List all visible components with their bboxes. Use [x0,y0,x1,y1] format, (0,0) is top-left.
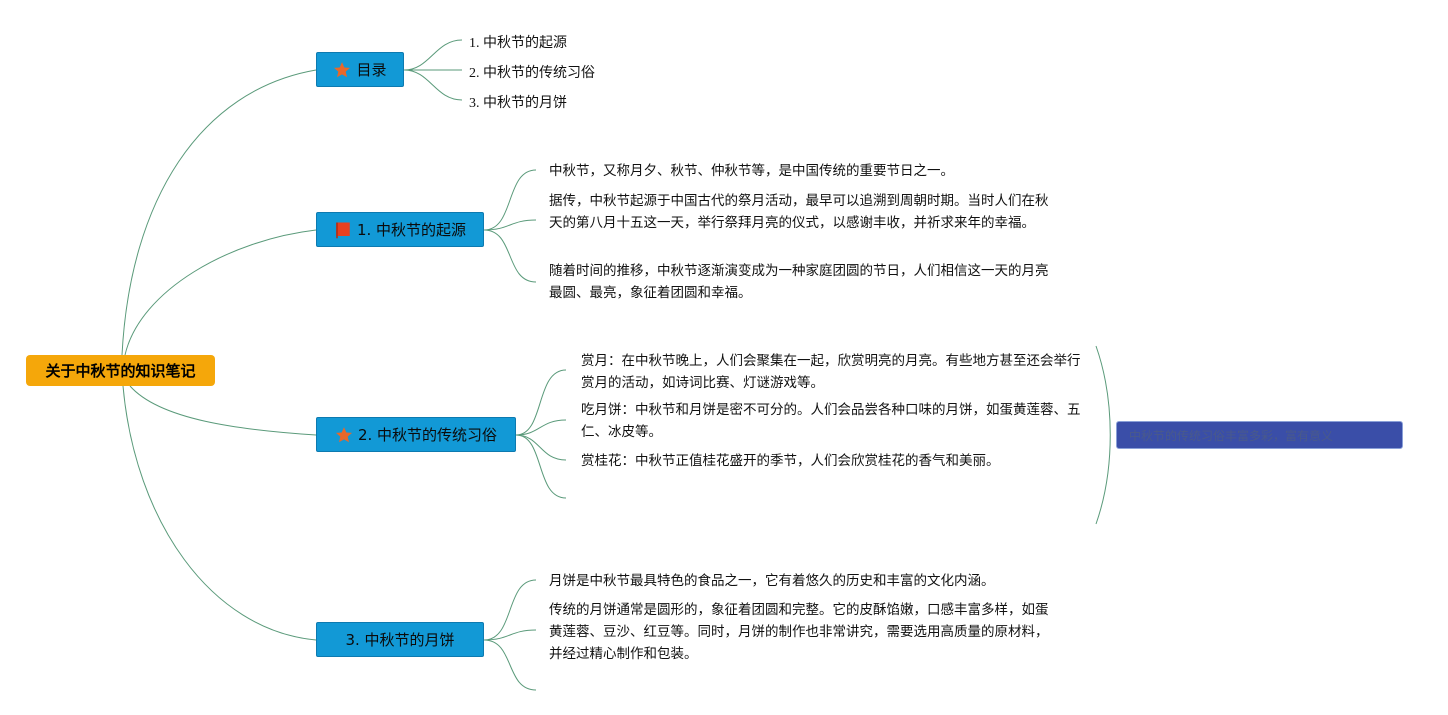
summary-node[interactable]: 中秋节的传统习俗丰富多彩，富有意义 [1116,421,1403,449]
connector-origin-1 [483,169,537,231]
star-icon [335,426,353,444]
connector-root-customs [129,385,317,436]
mooncake-paragraph-1: 月饼是中秋节最具特色的食品之一，它有着悠久的历史和丰富的文化内涵。 [549,573,995,589]
customs-paragraph-1: 赏月：在中秋节晚上，人们会聚集在一起，欣赏明亮的月亮。有些地方甚至还会举行赏月的… [581,353,1081,391]
topic-mooncake-label: 3. 中秋节的月饼 [345,631,455,649]
connector-toc-1 [403,39,463,71]
customs-paragraph-2: 吃月饼：中秋节和月饼是密不可分的。人们会品尝各种口味的月饼，如蛋黄莲蓉、五仁、冰… [581,402,1081,440]
topic-customs[interactable]: 2. 中秋节的传统习俗 [316,417,516,452]
toc-item-3[interactable]: 3. 中秋节的月饼 [469,96,567,111]
topic-toc[interactable]: 目录 [316,52,404,87]
connector-mooncake-2 [483,629,537,641]
topic-origin-label: 1. 中秋节的起源 [356,221,467,239]
toc-item-1[interactable]: 1. 中秋节的起源 [469,36,567,51]
connector-customs-4 [515,434,567,499]
topic-origin[interactable]: 1. 中秋节的起源 [316,212,484,247]
origin-paragraph-2: 据传，中秋节起源于中国古代的祭月活动，最早可以追溯到周朝时期。当时人们在秋天的第… [549,193,1049,231]
connector-root-origin [124,229,317,356]
topic-toc-label: 目录 [356,61,387,79]
summary-brace [1095,345,1111,525]
connector-customs-1 [515,369,567,436]
summary-label: 中秋节的传统习俗丰富多彩，富有意义 [1129,428,1334,443]
root-label: 关于中秋节的知识笔记 [45,362,196,380]
connector-origin-2 [483,219,537,231]
connector-mooncake-1 [483,579,537,641]
connector-toc-3 [403,69,463,101]
connector-root-mooncake [122,385,317,641]
star-icon [333,61,351,79]
connector-root-toc [121,69,317,356]
flag-icon [334,221,352,239]
connector-customs-3 [515,434,567,461]
mooncake-paragraph-2: 传统的月饼通常是圆形的，象征着团圆和完整。它的皮酥馅嫩，口感丰富多样，如蛋黄莲蓉… [549,602,1049,662]
connector-origin-3 [483,229,537,283]
origin-paragraph-3: 随着时间的推移，中秋节逐渐演变成为一种家庭团圆的节日，人们相信这一天的月亮最圆、… [549,263,1049,301]
root-node[interactable]: 关于中秋节的知识笔记 [26,355,215,386]
origin-paragraph-1: 中秋节，又称月夕、秋节、仲秋节等，是中国传统的重要节日之一。 [549,163,954,179]
toc-item-2[interactable]: 2. 中秋节的传统习俗 [469,66,595,81]
customs-paragraph-3: 赏桂花：中秋节正值桂花盛开的季节，人们会欣赏桂花的香气和美丽。 [581,453,1000,469]
connector-customs-2 [515,419,567,436]
topic-customs-label: 2. 中秋节的传统习俗 [357,426,498,444]
topic-mooncake[interactable]: 3. 中秋节的月饼 [316,622,484,657]
connector-mooncake-3 [483,639,537,691]
